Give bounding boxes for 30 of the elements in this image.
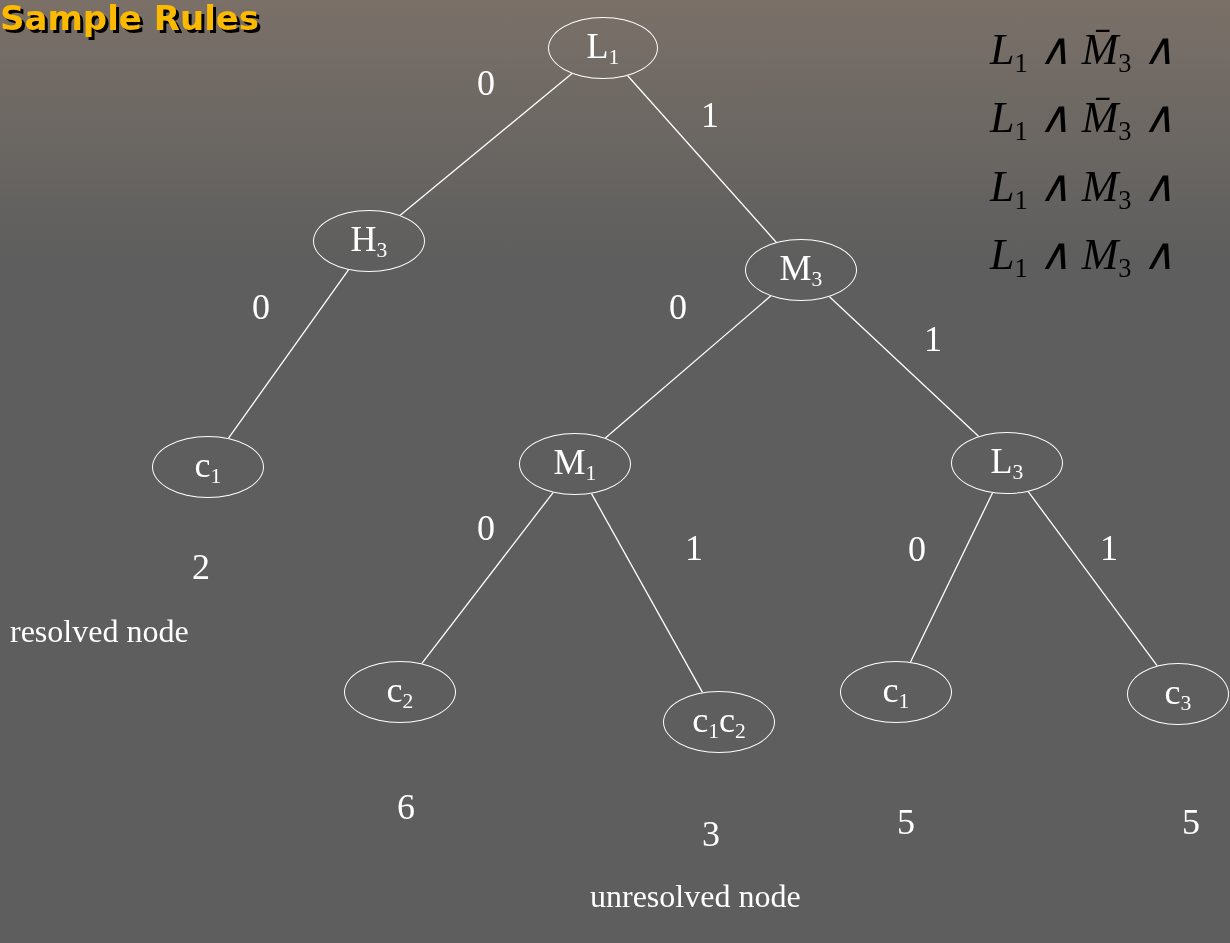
connector-line xyxy=(828,296,980,437)
connector-line xyxy=(227,269,350,439)
connector-line xyxy=(421,491,554,665)
rule-formula: L$_{1}$ ∧ M̄$_{3}$ ∧ xyxy=(990,28,1175,77)
annotation-text: unresolved node xyxy=(590,880,801,912)
rule-formula: L$_{1}$ ∧ M̄$_{3}$ ∧ xyxy=(990,96,1175,145)
connector-line xyxy=(399,72,573,216)
edge-label: 0 xyxy=(669,289,687,325)
connector-line xyxy=(1027,491,1158,667)
rule-formula: L$_{1}$ ∧ M$_{3}$ ∧ xyxy=(990,165,1175,214)
edge-label: 0 xyxy=(252,289,270,325)
connector-line xyxy=(627,75,777,243)
connector-line xyxy=(590,492,704,694)
edge-label: 1 xyxy=(924,321,942,357)
edge-label: 0 xyxy=(477,65,495,101)
annotation-text: resolved node xyxy=(10,615,189,647)
edge-label: 1 xyxy=(701,97,719,133)
edge-label: 0 xyxy=(477,510,495,546)
edge-label: 1 xyxy=(1100,530,1118,566)
node-count: 6 xyxy=(397,786,415,828)
edge-label: 0 xyxy=(908,531,926,567)
node-count: 2 xyxy=(192,546,210,588)
node-count: 5 xyxy=(1182,801,1200,843)
node-count: 5 xyxy=(897,801,915,843)
connector-line xyxy=(604,295,772,439)
slide-title: Sample Rules xyxy=(0,0,260,38)
connector-line xyxy=(909,492,994,663)
rule-formula: L$_{1}$ ∧ M$_{3}$ ∧ xyxy=(990,233,1175,282)
edge-label: 1 xyxy=(685,530,703,566)
node-count: 3 xyxy=(702,813,720,855)
